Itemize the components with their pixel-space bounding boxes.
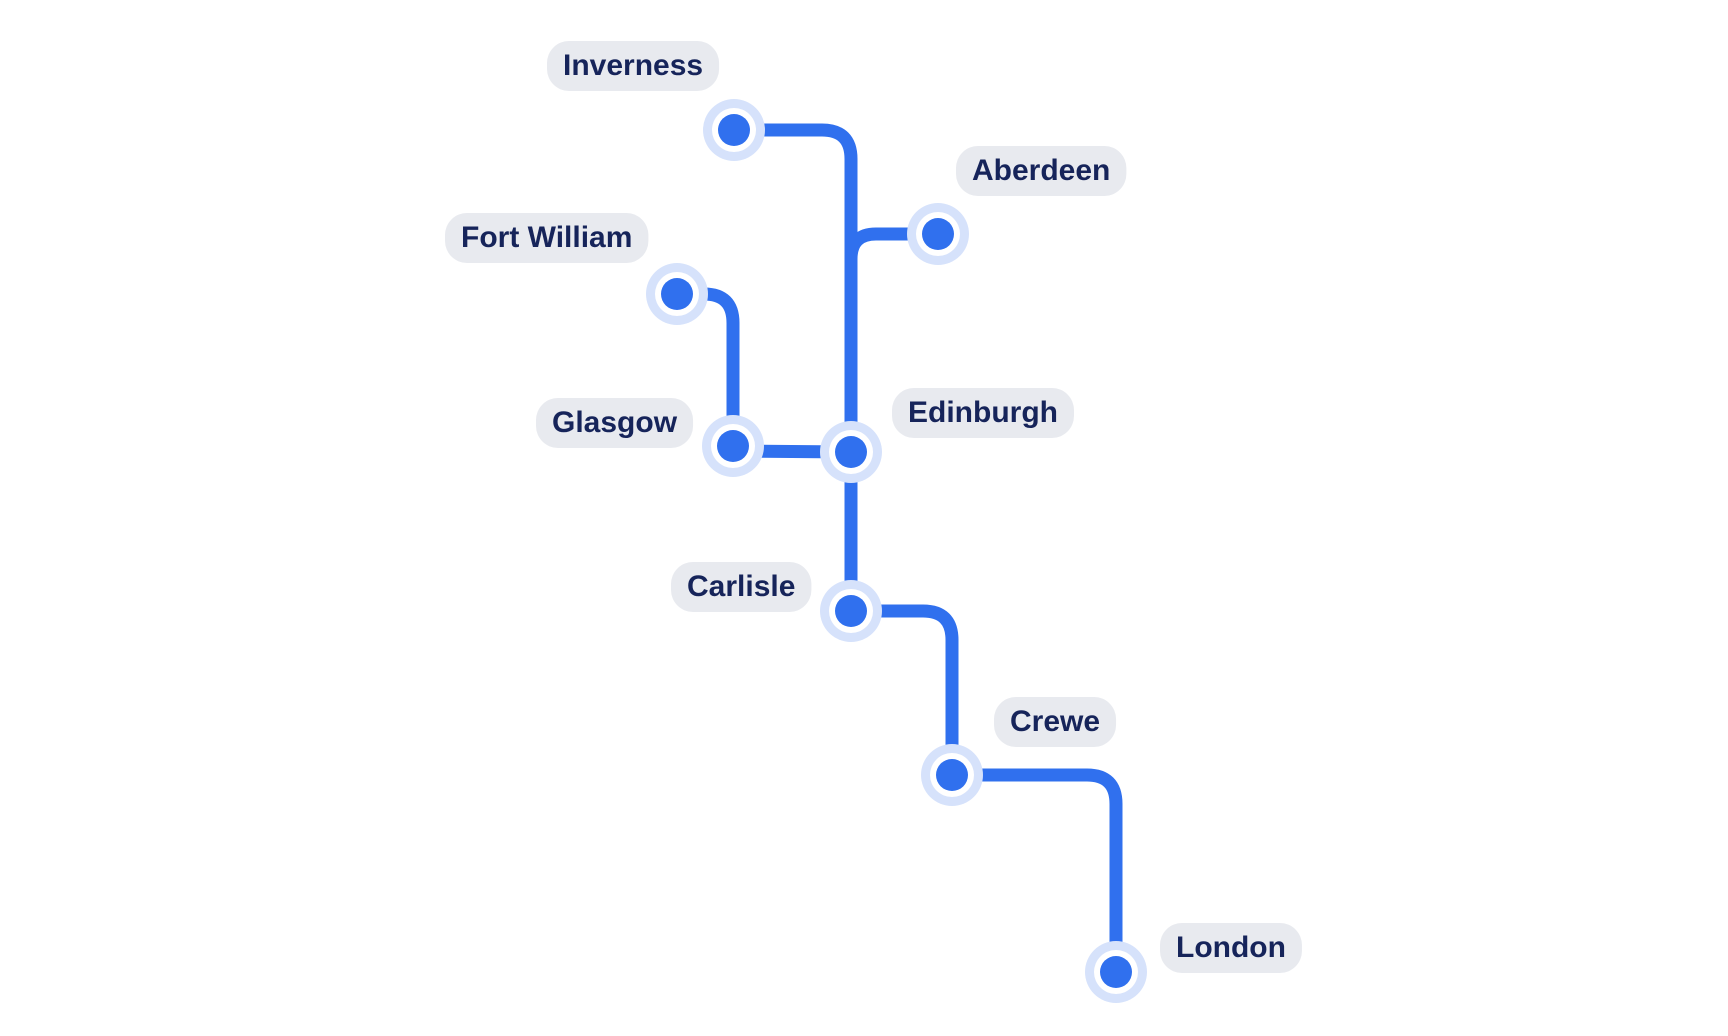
station-label-background	[536, 398, 694, 448]
station-fort-william: Fort William	[445, 213, 708, 325]
route-aberdeen-edinburgh	[844, 227, 945, 307]
station-dot	[1100, 956, 1132, 988]
station-label-background	[1160, 923, 1302, 973]
station-label: Edinburgh	[908, 396, 1058, 429]
station-inverness: Inverness	[547, 41, 765, 161]
route-carlisle-crewe	[844, 604, 959, 782]
station-label: London	[1176, 931, 1286, 964]
station-label: Fort William	[461, 221, 632, 254]
station-london: London	[1085, 923, 1302, 1003]
station-label-background	[671, 562, 812, 612]
station-label: Glasgow	[552, 406, 678, 439]
station-label: Inverness	[563, 49, 703, 82]
station-carlisle: Carlisle	[671, 562, 882, 642]
station-dot	[718, 114, 750, 146]
station-dot	[835, 436, 867, 468]
station-label-background	[892, 388, 1074, 438]
route-lines	[670, 123, 1123, 979]
station-edinburgh: Edinburgh	[820, 388, 1074, 483]
station-glasgow: Glasgow	[536, 398, 764, 477]
station-dot	[661, 278, 693, 310]
station-crewe: Crewe	[921, 697, 1117, 806]
station-label-background	[547, 41, 720, 91]
station-label: Aberdeen	[972, 154, 1110, 187]
station-label: Carlisle	[687, 570, 795, 603]
station-aberdeen: Aberdeen	[907, 146, 1127, 265]
station-dot	[717, 430, 749, 462]
station-dot	[835, 595, 867, 627]
station-label-background	[445, 213, 649, 263]
route-crewe-london	[945, 768, 1123, 979]
station-label: Crewe	[1010, 705, 1100, 738]
route-inverness-edinburgh	[727, 123, 858, 459]
station-label-background	[994, 697, 1117, 747]
station-label-background	[956, 146, 1127, 196]
station-dot	[936, 759, 968, 791]
station-dot	[922, 218, 954, 250]
